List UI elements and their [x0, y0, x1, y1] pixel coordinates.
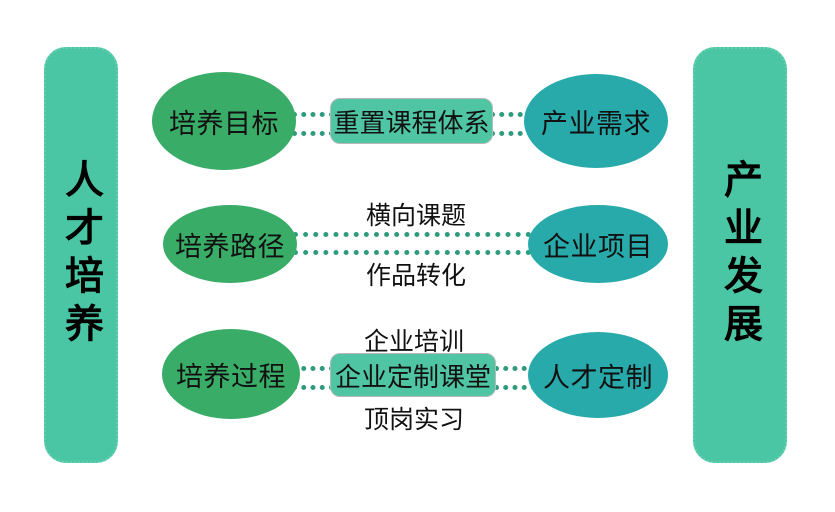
row3-connector-right-lower — [494, 385, 536, 390]
row2-label-above-text: 横向课题 — [365, 202, 467, 230]
row1-right-node-label: 产业需求 — [541, 108, 651, 139]
row1-left-node[interactable]: 培养目标 — [152, 72, 296, 170]
row2-left-node[interactable]: 培养路径 — [163, 205, 297, 283]
left-vertical-panel: 人才培养 — [44, 47, 118, 463]
row1-connector-left-lower — [292, 131, 334, 136]
row2-label-above: 横向课题 — [366, 196, 466, 232]
row2-label-below-text: 作品转化 — [365, 262, 467, 290]
row3-label-below-text: 顶岗实习 — [363, 406, 465, 434]
row2-right-node-label: 企业项目 — [543, 231, 653, 262]
row3-label-above: 企业培训 — [364, 322, 464, 358]
row2-label-below: 作品转化 — [366, 256, 466, 292]
row1-mid-box-label: 重置课程体系 — [333, 107, 490, 138]
row3-connector-left-upper — [292, 366, 334, 371]
row3-left-node-label: 培养过程 — [176, 361, 286, 392]
row1-right-node[interactable]: 产业需求 — [524, 74, 668, 168]
row1-connector-right-upper — [490, 112, 532, 117]
row3-label-above-text: 企业培训 — [363, 328, 465, 356]
row2-left-node-label: 培养路径 — [175, 231, 285, 262]
row1-mid-box[interactable]: 重置课程体系 — [330, 98, 493, 144]
row3-right-node-label: 人才定制 — [543, 362, 653, 393]
row1-left-node-label: 培养目标 — [169, 108, 279, 139]
row2-right-node[interactable]: 企业项目 — [528, 205, 668, 283]
row3-connector-left-lower — [292, 385, 334, 390]
row3-mid-box[interactable]: 企业定制课堂 — [330, 353, 496, 397]
right-vertical-panel: 产业发展 — [693, 47, 787, 463]
row2-connector-lower — [293, 250, 531, 255]
row3-right-node[interactable]: 人才定制 — [528, 332, 668, 418]
right-panel-label: 产业发展 — [718, 159, 762, 351]
row1-connector-right-lower — [490, 131, 532, 136]
row3-mid-box-label: 企业定制课堂 — [334, 361, 491, 392]
row2-connector-upper — [293, 232, 531, 237]
row3-label-below: 顶岗实习 — [364, 400, 464, 436]
row1-connector-left-upper — [292, 112, 334, 117]
row3-connector-right-upper — [494, 366, 536, 371]
left-panel-label: 人才培养 — [59, 159, 103, 351]
row3-left-node[interactable]: 培养过程 — [162, 329, 300, 419]
